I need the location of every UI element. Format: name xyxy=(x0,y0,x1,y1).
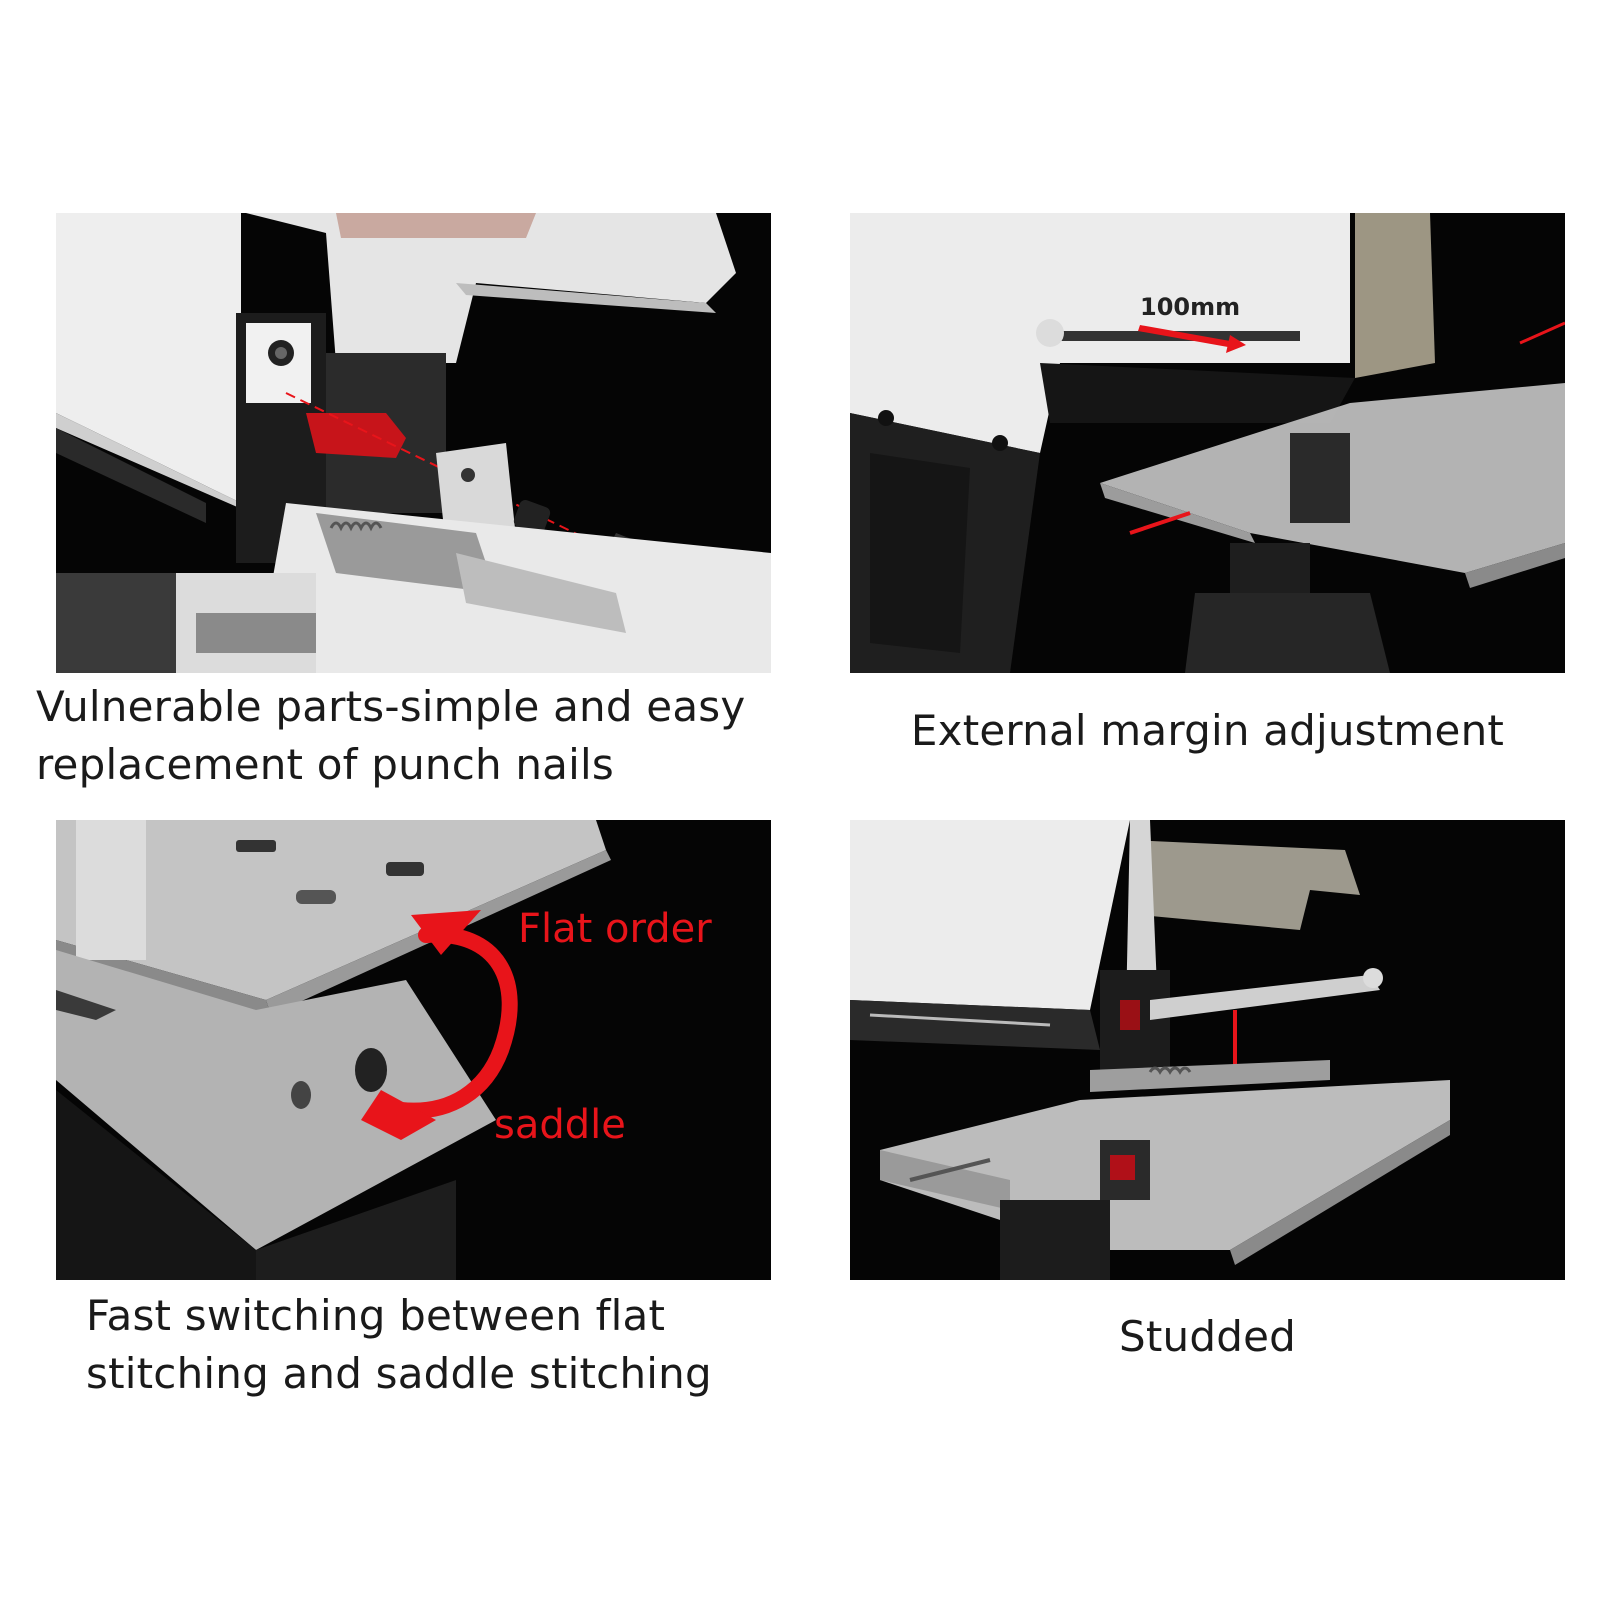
caption-studded: Studded xyxy=(850,1308,1565,1366)
product-photo-flat-saddle: Flat order saddle xyxy=(56,820,771,1280)
caption-line: Studded xyxy=(1119,1312,1296,1361)
caption-line: Fast switching between flat xyxy=(86,1291,666,1340)
punch-nail-illustration xyxy=(56,213,771,673)
caption-margin-adjustment: External margin adjustment xyxy=(0,702,1600,760)
product-photo-margin-adjustment: 100mm xyxy=(850,213,1565,673)
caption-line: stitching and saddle stitching xyxy=(86,1349,712,1398)
caption-line: Vulnerable parts-simple and easy xyxy=(36,682,746,731)
margin-adjustment-illustration: 100mm xyxy=(850,213,1565,673)
product-photo-punch-nails xyxy=(56,213,771,673)
caption-punch-nails: Vulnerable parts-simple and easy replace… xyxy=(36,678,745,794)
flat-saddle-illustration: Flat order saddle xyxy=(56,820,771,1280)
product-photo-studded xyxy=(850,820,1565,1280)
caption-line: replacement of punch nails xyxy=(36,740,614,789)
caption-flat-saddle: Fast switching between flat stitching an… xyxy=(86,1287,712,1403)
saddle-label: saddle xyxy=(494,1102,626,1148)
margin-label-100mm: 100mm xyxy=(1140,293,1240,321)
flat-order-label: Flat order xyxy=(518,906,712,952)
studded-illustration xyxy=(850,820,1565,1280)
caption-line: External margin adjustment xyxy=(910,706,1505,755)
